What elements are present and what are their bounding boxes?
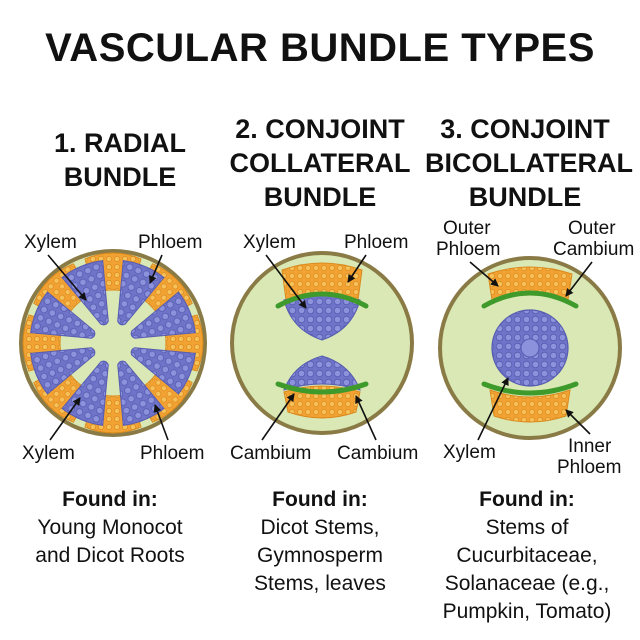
heading-line: 2. CONJOINT — [235, 114, 405, 144]
radial-label-xylem-top: Xylem — [24, 232, 77, 253]
bicollateral-label-phloem: Phloem — [436, 239, 500, 260]
bicollateral-inner-phloem — [489, 389, 571, 423]
collateral-pointer — [261, 393, 295, 441]
collateral-label-cambium-left: Cambium — [230, 443, 311, 464]
radial-found-in-text: Young Monocot and Dicot Roots — [5, 514, 215, 570]
collateral-pointer — [347, 254, 367, 283]
radial-pointer — [49, 397, 81, 441]
found-in-line: Young Monocot — [37, 516, 183, 539]
collateral-bundle-heading: 2. CONJOINT COLLATERAL BUNDLE — [220, 112, 420, 214]
found-in-line: Cucurbitaceae, — [456, 544, 598, 567]
collateral-ground-tissue — [230, 251, 414, 435]
radial-label-xylem-bottom: Xylem — [22, 443, 75, 464]
radial-pointer — [153, 404, 169, 441]
bicollateral-label-outer: Outer — [443, 218, 491, 239]
radial-bundle-diagram: Xylem Phloem Xylem Phloem — [19, 232, 207, 464]
radial-pointer — [149, 254, 163, 284]
collateral-phloem-bottom — [283, 385, 361, 419]
collateral-label-xylem: Xylem — [243, 232, 296, 253]
collateral-bundle-diagram: Xylem Phloem Cambium Cambium — [230, 232, 418, 464]
collateral-xylem-bottom — [283, 355, 361, 391]
radial-found-in-label: Found in: — [62, 488, 158, 511]
bicollateral-pointer — [565, 261, 593, 297]
radial-label-phloem-top: Phloem — [138, 232, 202, 253]
bicollateral-found-in-label: Found in: — [479, 488, 575, 511]
bicollateral-outer-cambium — [481, 290, 579, 309]
radial-label-phloem-bottom: Phloem — [140, 443, 204, 464]
collateral-label-cambium-right: Cambium — [337, 443, 418, 464]
collateral-cambium-bottom — [275, 381, 369, 395]
bicollateral-label-cambium: Cambium — [553, 239, 634, 260]
bicollateral-inner-cambium — [481, 381, 579, 396]
found-in-line: Stems, leaves — [254, 572, 386, 595]
collateral-pointer — [355, 395, 377, 441]
found-in-line: Dicot Stems, — [260, 516, 380, 539]
radial-bundle-heading: 1. RADIAL BUNDLE — [20, 126, 220, 194]
collateral-found-in-text: Dicot Stems, Gymnosperm Stems, leaves — [215, 514, 425, 598]
page-title: VASCULAR BUNDLE TYPES — [45, 26, 595, 70]
heading-line: COLLATERAL — [229, 148, 411, 178]
collateral-pointer — [265, 254, 307, 309]
heading-line: BUNDLE — [263, 182, 377, 212]
bicollateral-pointer — [469, 261, 499, 287]
bicollateral-xylem-centre — [520, 338, 540, 358]
found-in-line: Solanaceae (e.g., — [444, 572, 610, 595]
bicollateral-label-inner: Inner — [568, 436, 612, 457]
bicollateral-pointer — [477, 377, 509, 441]
found-in-line: Pumpkin, Tomato) — [442, 600, 612, 623]
heading-line: 1. RADIAL — [53, 128, 186, 158]
found-in-line: Stems of — [485, 516, 569, 539]
bicollateral-label-inner-phloem: Phloem — [557, 457, 621, 478]
bicollateral-label-outer-2: Outer — [568, 218, 616, 239]
collateral-label-phloem: Phloem — [344, 232, 408, 253]
radial-xylem-wedges — [30, 260, 196, 426]
heading-line: 3. CONJOINT — [440, 114, 610, 144]
bicollateral-label-xylem: Xylem — [443, 442, 496, 463]
bicollateral-found-in-text: Stems of Cucurbitaceae, Solanaceae (e.g.… — [422, 514, 632, 626]
heading-line: BUNDLE — [468, 182, 582, 212]
heading-line: BICOLLATERAL — [425, 148, 633, 178]
heading-line: BUNDLE — [63, 162, 177, 192]
found-in-line: Gymnosperm — [256, 544, 384, 567]
radial-pointer — [47, 254, 87, 301]
collateral-found-in-label: Found in: — [272, 488, 368, 511]
found-in-line: and Dicot Roots — [35, 544, 185, 567]
bicollateral-bundle-diagram: Outer Phloem Outer Cambium Xylem Inner P… — [436, 218, 634, 478]
collateral-cambium-top — [275, 291, 369, 309]
bicollateral-pointer — [565, 409, 591, 435]
bicollateral-bundle-heading: 3. CONJOINT BICOLLATERAL BUNDLE — [425, 112, 633, 214]
